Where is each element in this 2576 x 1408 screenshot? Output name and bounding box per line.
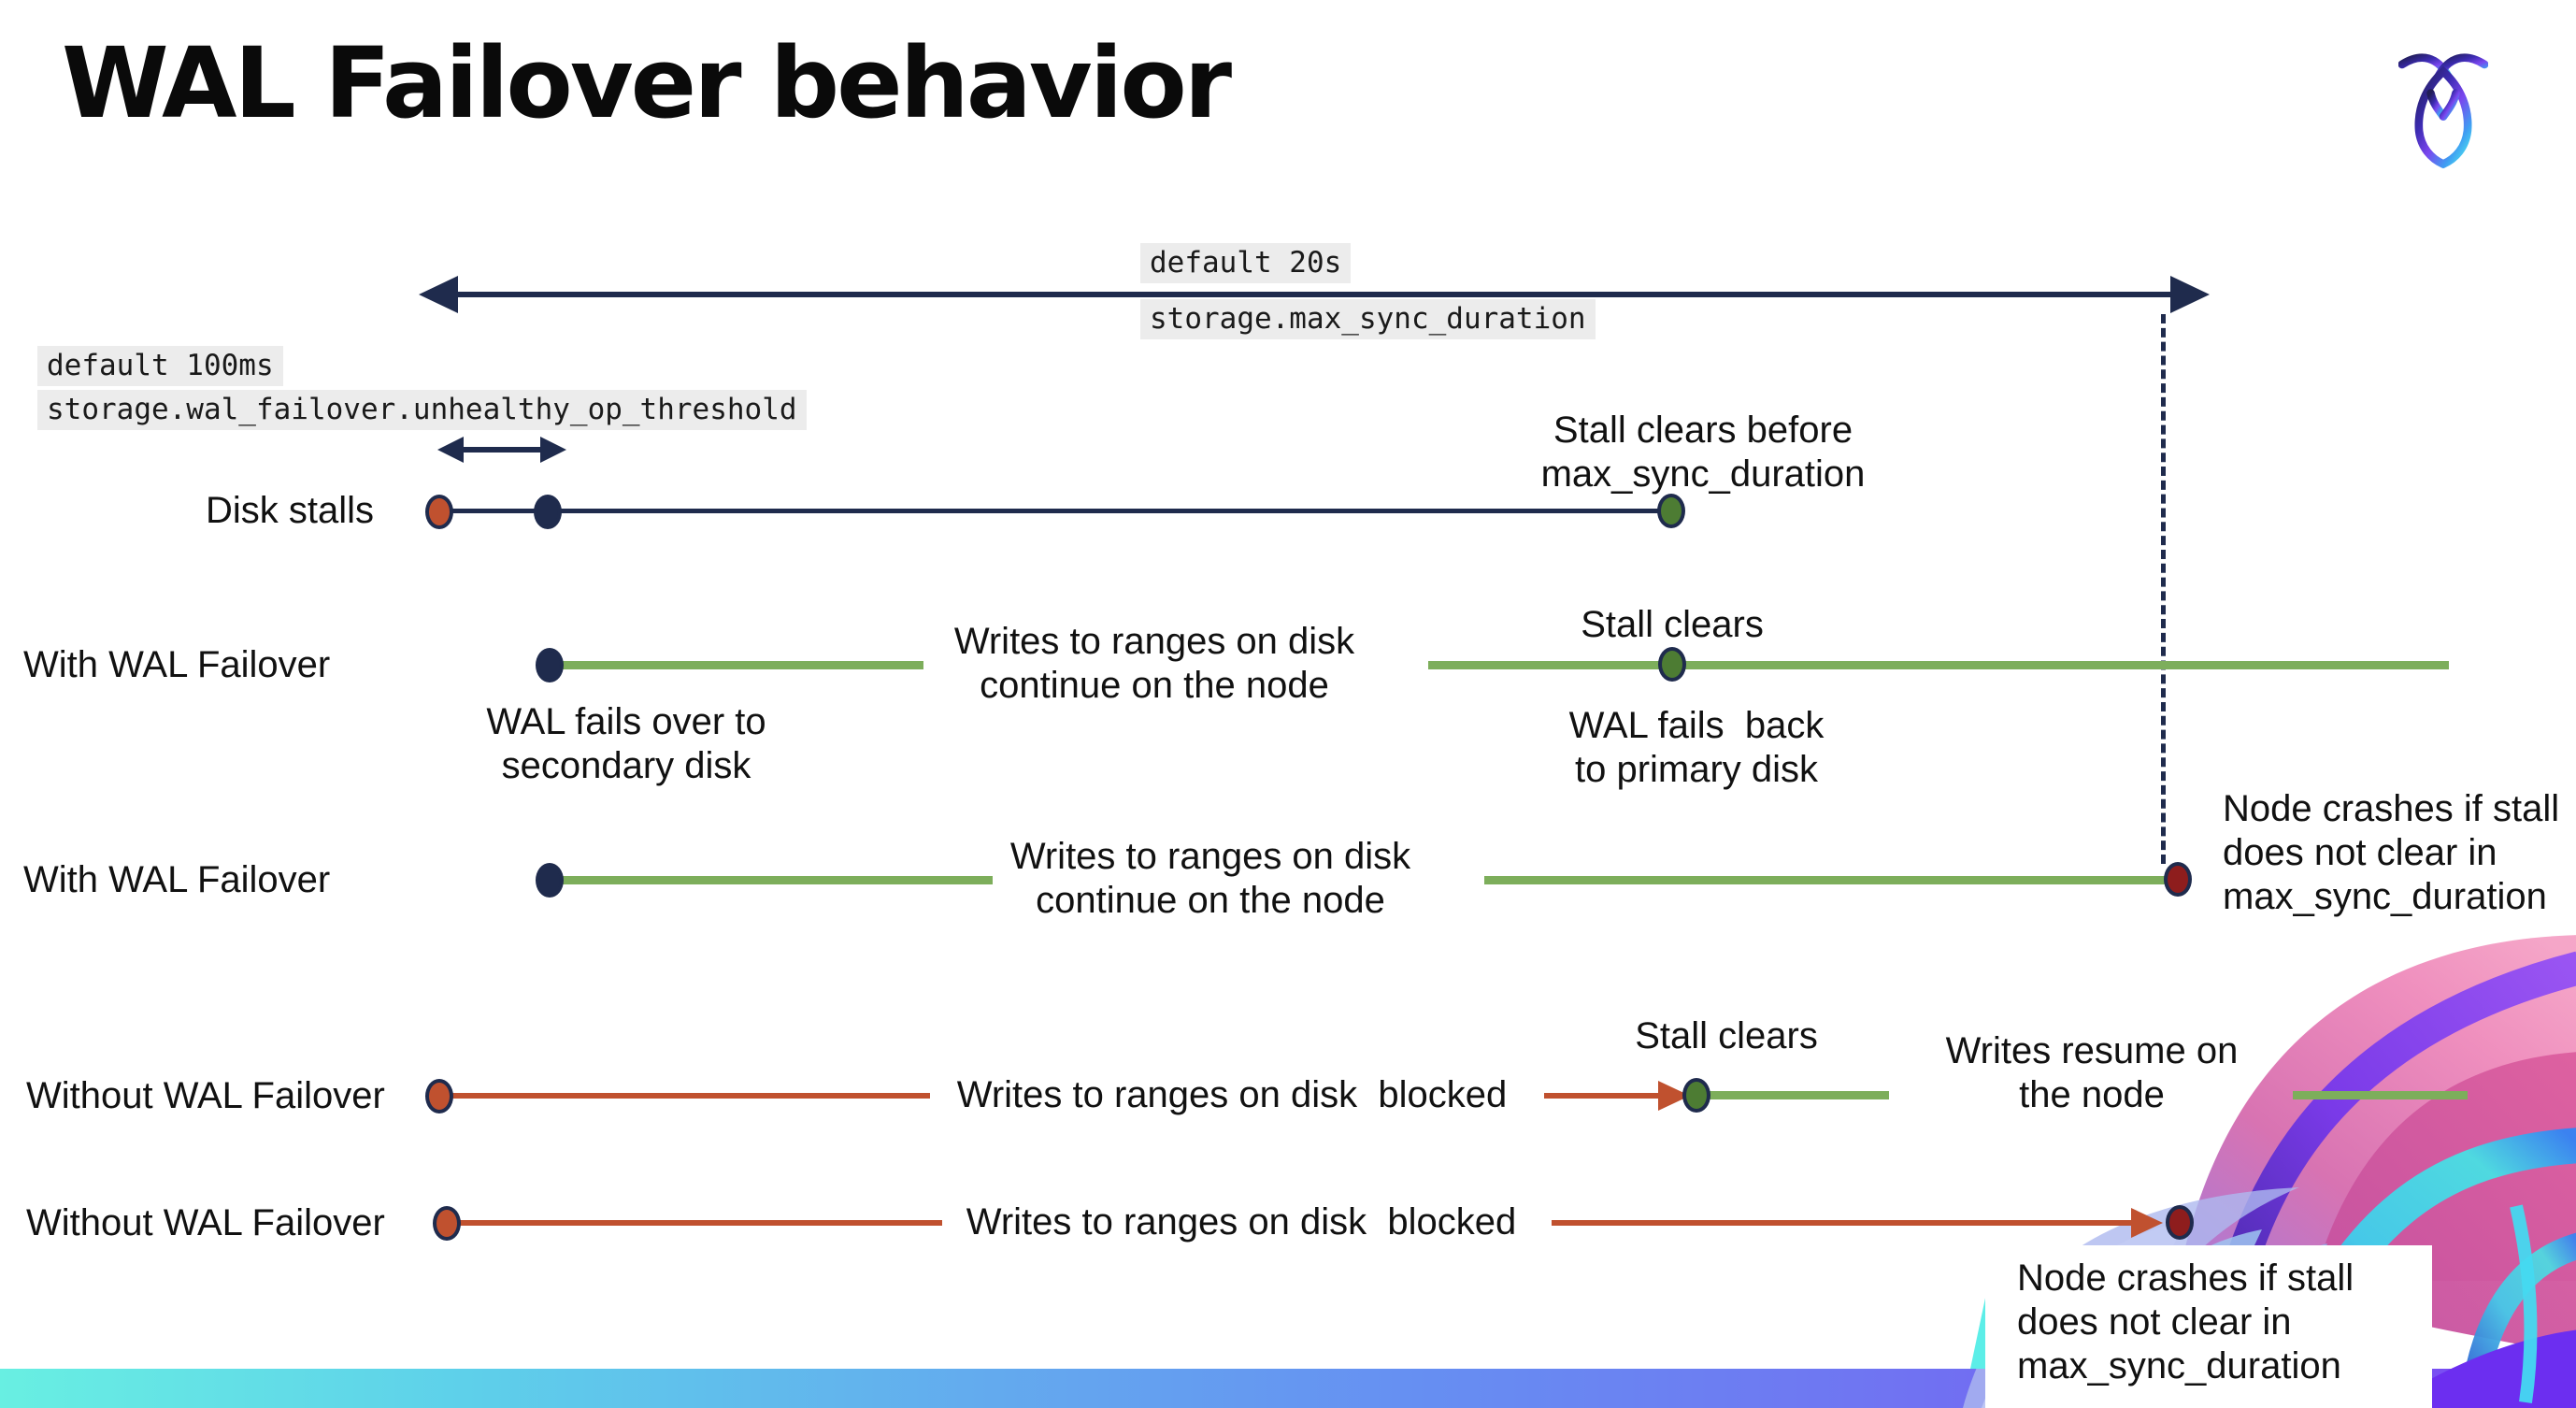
- stall-start-dot-3: [425, 1079, 453, 1113]
- writes-blocked-line-4b: [1552, 1220, 2135, 1226]
- unhealthy-op-span-line: [458, 447, 546, 453]
- writes-continue-line-1a: [559, 661, 923, 669]
- wal-failover-dot-2: [536, 863, 564, 898]
- page-title: WAL Failover behavior: [62, 26, 1232, 140]
- max-sync-default-label: default 20s: [1140, 243, 1352, 283]
- row-label-without-wal-failover-2: Without WAL Failover: [26, 1202, 385, 1243]
- node-crash-dot-2: [2166, 1205, 2194, 1240]
- row-label-with-wal-failover-2: With WAL Failover: [23, 859, 331, 900]
- stall-clears-dot: [1657, 494, 1685, 528]
- stall-clears-label-1: Stall clears: [1581, 604, 1764, 645]
- unhealthy-op-default-label: default 100ms: [37, 346, 283, 386]
- arrowhead-left-icon: [419, 276, 458, 313]
- disk-stall-start-dot: [425, 495, 453, 529]
- max-sync-setting-label: storage.max_sync_duration: [1140, 299, 1596, 339]
- max-sync-duration-span-line: [436, 292, 2170, 297]
- stall-clears-before-note: Stall clears before max_sync_duration: [1540, 409, 1866, 495]
- arrowhead-right-icon: [2170, 276, 2210, 313]
- row-label-with-wal-failover-1: With WAL Failover: [23, 644, 331, 685]
- writes-continue-line-2a: [559, 876, 993, 884]
- writes-continue-note-1: Writes to ranges on disk continue on the…: [953, 621, 1355, 706]
- wal-fails-over-note: WAL fails over to secondary disk: [486, 701, 766, 786]
- unhealthy-op-setting-label: storage.wal_failover.unhealthy_op_thresh…: [37, 390, 807, 430]
- row-label-disk-stalls: Disk stalls: [205, 490, 374, 531]
- writes-blocked-note-2: Writes to ranges on disk blocked: [966, 1201, 1517, 1243]
- writes-resume-line-3b: [2293, 1091, 2468, 1099]
- stall-clears-dot-1: [1658, 647, 1686, 682]
- node-crash-note-box: Node crashes if stall does not clear in …: [1985, 1245, 2432, 1408]
- small-arrowhead-left-icon: [437, 437, 464, 463]
- small-arrowhead-right-icon: [540, 437, 566, 463]
- stall-start-dot-4: [433, 1206, 461, 1241]
- writes-continue-line-2b: [1484, 876, 2170, 884]
- writes-continue-line-1b: [1428, 661, 2449, 669]
- writes-blocked-line-4a: [460, 1220, 942, 1226]
- node-crash-dot-1: [2164, 862, 2192, 897]
- writes-resume-line-3a: [1710, 1091, 1889, 1099]
- node-crash-note-2: Node crashes if stall does not clear in …: [2017, 1257, 2354, 1386]
- red-arrowhead-icon-2: [2131, 1208, 2163, 1238]
- failover-threshold-dot: [534, 495, 562, 529]
- writes-blocked-note-1: Writes to ranges on disk blocked: [956, 1074, 1508, 1115]
- writes-continue-note-2: Writes to ranges on disk continue on the…: [1009, 836, 1411, 921]
- disk-stalls-timeline: [439, 509, 1671, 513]
- writes-resume-note: Writes resume on the node: [1945, 1030, 2239, 1115]
- wal-fails-back-note: WAL fails back to primary disk: [1568, 705, 1825, 790]
- cockroachdb-logo: [2398, 53, 2488, 169]
- writes-blocked-line-3b: [1544, 1093, 1664, 1099]
- stall-clears-label-3: Stall clears: [1635, 1015, 1818, 1056]
- wal-failover-dot-1: [536, 648, 564, 682]
- node-crash-note-1: Node crashes if stall does not clear in …: [2223, 788, 2560, 917]
- row-label-without-wal-failover-1: Without WAL Failover: [26, 1075, 385, 1116]
- max-sync-deadline-dashed-line: [2161, 314, 2166, 864]
- stall-clears-dot-3: [1682, 1078, 1710, 1113]
- writes-blocked-line-3a: [451, 1093, 930, 1099]
